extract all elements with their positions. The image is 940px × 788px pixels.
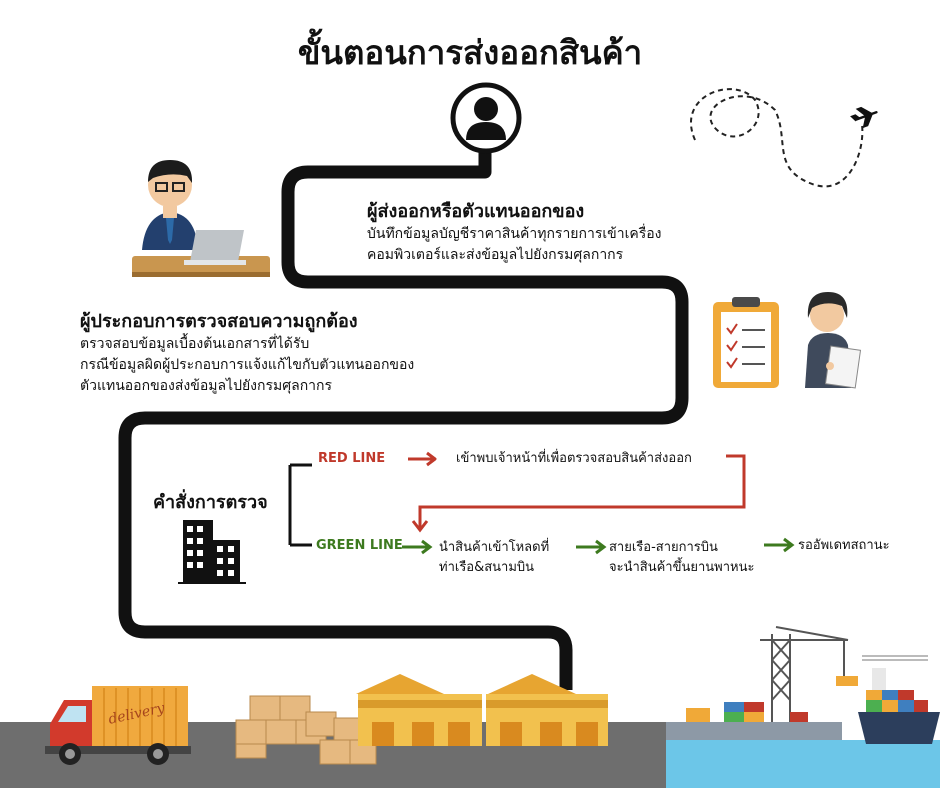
verifier-heading: ผู้ประกอบการตรวจสอบความถูกต้อง xyxy=(80,311,358,332)
green-step-2-line-1: สายเรือ-สายการบิน xyxy=(609,540,718,555)
inspection-heading: คำสั่งการตรวจ xyxy=(153,492,268,513)
checklist-clipboard-icon xyxy=(713,297,779,388)
exporter-line-2: คอมพิวเตอร์และส่งข้อมูลไปยังกรมศุลกากร xyxy=(367,247,624,263)
verifier-description: ตรวจสอบข้อมูลเบื้องต้นเอกสารที่ได้รับ กร… xyxy=(80,334,414,397)
green-arrow-2 xyxy=(576,539,607,555)
green-step-1-line-2: ท่าเรือ&สนามบิน xyxy=(439,560,535,575)
verifier-line-1: ตรวจสอบข้อมูลเบื้องต้นเอกสารที่ได้รับ xyxy=(80,336,310,352)
red-line-label: RED LINE xyxy=(318,451,386,466)
port-crane-ship-icon xyxy=(686,626,940,744)
green-step-2: สายเรือ-สายการบิน จะนำสินค้าขึ้นยานพาหนะ xyxy=(609,538,755,578)
green-line-label: GREEN LINE xyxy=(316,538,403,553)
sea xyxy=(666,740,940,788)
green-step-2-line-2: จะนำสินค้าขึ้นยานพาหนะ xyxy=(609,560,755,575)
exporter-heading: ผู้ส่งออกหรือตัวแทนออกของ xyxy=(367,201,585,222)
green-arrow-1 xyxy=(402,539,433,555)
red-return-arrow xyxy=(411,454,746,533)
green-step-3-line-1: รออัพเดทสถานะ xyxy=(798,538,890,553)
process-path xyxy=(118,150,689,690)
warehouse-icon xyxy=(356,674,608,746)
woman-reading-document-icon xyxy=(805,292,862,389)
flight-trail xyxy=(690,88,864,188)
exporter-description: บันทึกข้อมูลบัญชีราคาสินค้าทุกรายการเข้า… xyxy=(367,224,662,266)
pier xyxy=(666,722,842,740)
airplane-icon xyxy=(850,106,878,129)
green-step-1-line-1: นำสินค้าเข้าโหลดที่ xyxy=(439,540,550,555)
red-line-arrow xyxy=(408,451,437,467)
office-worker-laptop-icon xyxy=(132,160,270,277)
green-step-1: นำสินค้าเข้าโหลดที่ ท่าเรือ&สนามบิน xyxy=(439,538,549,578)
green-step-3: รออัพเดทสถานะ xyxy=(798,536,890,556)
page-title: ขั้นตอนการส่งออกสินค้า xyxy=(297,33,643,72)
user-icon xyxy=(450,82,522,154)
red-line-text: เข้าพบเจ้าหน้าที่เพื่อตรวจสอบสินค้าส่งออ… xyxy=(456,451,692,466)
exporter-line-1: บันทึกข้อมูลบัญชีราคาสินค้าทุกรายการเข้า… xyxy=(367,226,662,242)
verifier-line-2: กรณีข้อมูลผิดผู้ประกอบการแจ้งแก้ไขกับตัว… xyxy=(80,357,415,373)
delivery-truck-icon xyxy=(45,686,191,765)
branch-connector xyxy=(288,463,312,547)
green-arrow-3 xyxy=(764,537,795,553)
verifier-line-3: ตัวแทนออกของส่งข้อมูลไปยังกรมศุลกากร xyxy=(80,378,333,394)
building-icon xyxy=(178,520,246,584)
